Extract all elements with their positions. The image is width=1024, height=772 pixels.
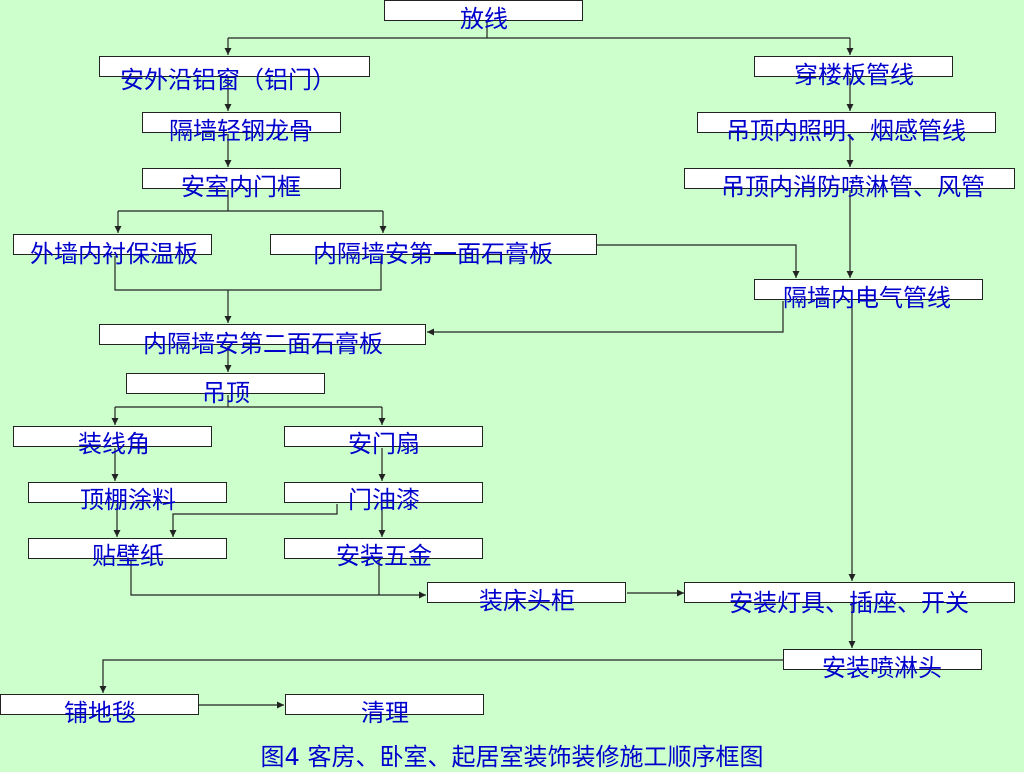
arrow-diao-ding-split bbox=[115, 395, 382, 408]
arrow-to-pu-di-tan bbox=[99, 659, 783, 693]
node-pu-di-tan: 铺地毯 bbox=[64, 699, 136, 727]
arrow-to-zhuang-chuang-tou-gui bbox=[130, 560, 426, 595]
node-diao-ding: 吊顶 bbox=[202, 379, 250, 407]
node-box bbox=[427, 582, 626, 603]
node-box bbox=[28, 482, 227, 503]
node-ge-qiang-dian-qi-guan-xian: 隔墙内电气管线 bbox=[783, 284, 951, 312]
arrow-merge-to-di-er bbox=[114, 256, 382, 323]
node-box bbox=[684, 168, 1015, 189]
node-zhuang-chuang-tou-gui: 装床头柜 bbox=[479, 587, 575, 615]
arrow-di-yi-to-dian-qi bbox=[597, 244, 800, 278]
arrow-fangxian-split bbox=[228, 22, 850, 39]
node-zhuang-xian-jiao: 装线角 bbox=[78, 430, 150, 458]
node-ge-qiang-qing-gang-long-gu: 隔墙轻钢龙骨 bbox=[169, 117, 313, 145]
node-box bbox=[754, 56, 953, 77]
node-box bbox=[142, 168, 341, 189]
node-box bbox=[28, 538, 227, 559]
node-box bbox=[697, 112, 996, 133]
node-men-you-qi: 门油漆 bbox=[348, 486, 420, 514]
node-box bbox=[270, 234, 597, 255]
node-box bbox=[754, 279, 983, 300]
node-box bbox=[285, 694, 484, 715]
node-wai-yan-lv-chuang: 安外沿铝窗（铝门） bbox=[120, 66, 336, 94]
node-box bbox=[384, 0, 583, 21]
node-box bbox=[99, 324, 426, 345]
arrow-you-qi-to-tie-bi-zhi bbox=[169, 504, 338, 537]
node-box bbox=[783, 649, 982, 670]
node-an-shi-nei-men-kuang: 安室内门框 bbox=[181, 173, 301, 201]
node-box bbox=[13, 426, 212, 447]
node-diao-ding-zhao-ming: 吊顶内照明、烟感管线 bbox=[726, 117, 966, 145]
node-chuan-lou-ban-guan-xian: 穿楼板管线 bbox=[794, 61, 914, 89]
node-wai-qiang-bao-wen-ban: 外墙内衬保温板 bbox=[30, 240, 198, 268]
node-box bbox=[684, 582, 1015, 603]
node-an-zhuang-pen-lin-tou: 安装喷淋头 bbox=[822, 654, 942, 682]
figure-caption: 图4 客房、卧室、起居室装饰装修施工顺序框图 bbox=[260, 743, 764, 771]
node-box bbox=[284, 538, 483, 559]
node-an-men-shan: 安门扇 bbox=[348, 430, 420, 458]
node-tie-bi-zhi: 贴壁纸 bbox=[92, 542, 164, 570]
node-an-zhuang-deng-ju: 安装灯具、插座、开关 bbox=[729, 589, 969, 617]
node-box bbox=[284, 426, 483, 447]
node-nei-ge-qiang-di-yi-mian: 内隔墙安第一面石膏板 bbox=[313, 240, 553, 268]
arrow-men-kuang-split bbox=[118, 190, 383, 212]
arrow-dian-qi-to-di-er bbox=[427, 301, 784, 336]
node-ding-peng-tu-liao: 顶棚涂料 bbox=[80, 486, 176, 514]
node-nei-ge-qiang-di-er-mian: 内隔墙安第二面石膏板 bbox=[143, 330, 383, 358]
node-box bbox=[0, 694, 199, 715]
node-qing-li: 清理 bbox=[361, 699, 409, 727]
node-box bbox=[99, 56, 370, 77]
node-fangxian: 放线 bbox=[460, 5, 508, 33]
node-diao-ding-xiao-fang: 吊顶内消防喷淋管、风管 bbox=[721, 173, 985, 201]
node-box bbox=[142, 112, 341, 133]
node-box bbox=[284, 482, 483, 503]
node-an-zhuang-wu-jin: 安装五金 bbox=[336, 542, 432, 570]
node-box bbox=[126, 373, 325, 394]
node-box bbox=[13, 234, 212, 255]
